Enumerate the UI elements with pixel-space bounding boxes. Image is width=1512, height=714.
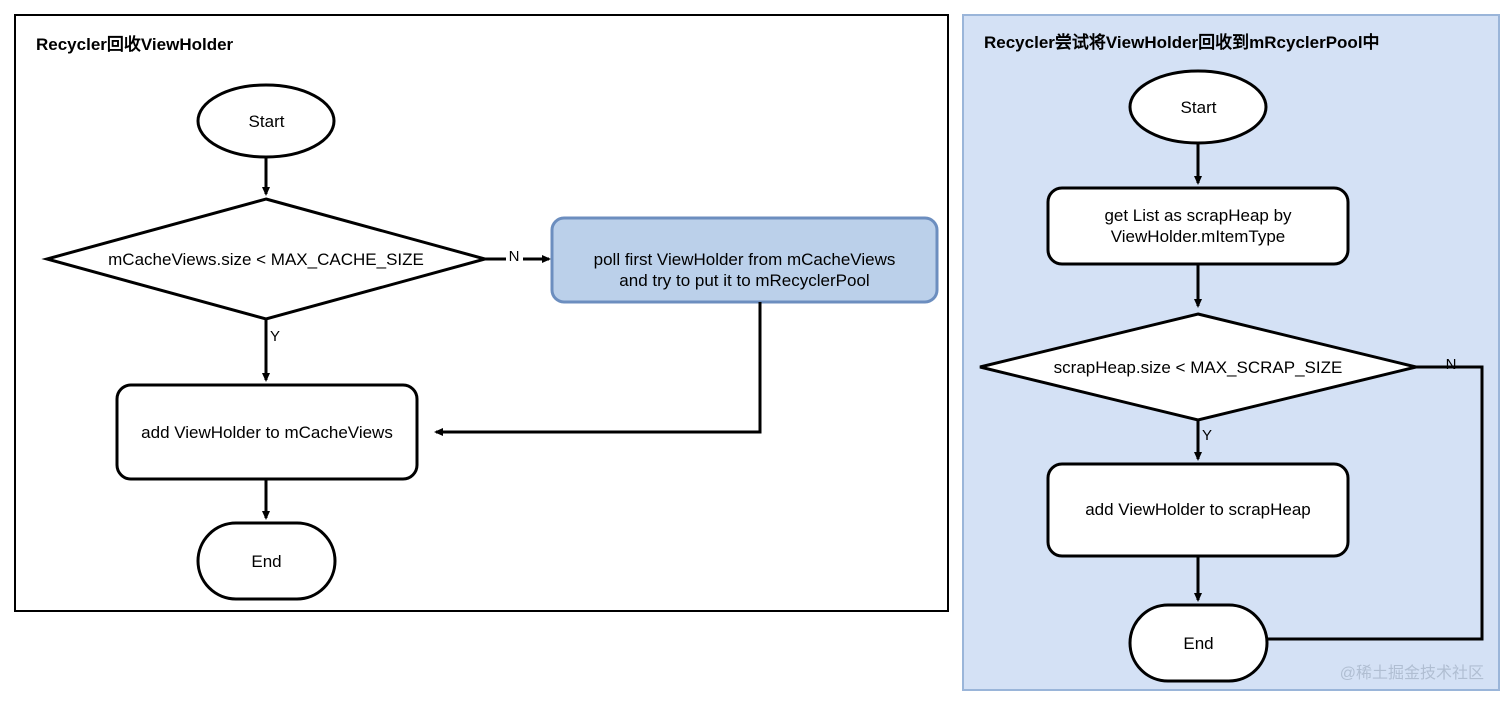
left-poll-shape [550,216,939,304]
left-flow-graphics [41,83,939,601]
right-decision-no-label: N [1445,356,1457,373]
right-panel-title: Recycler尝试将ViewHolder回收到mRcyclerPool中 [984,33,1380,52]
right-flowchart-panel: Recycler尝试将ViewHolder回收到mRcyclerPool中 [962,14,1500,691]
left-decision-shape [41,197,491,321]
left-end-shape [196,521,337,601]
right-get-list-shape [1046,186,1350,266]
left-panel-title: Recycler回收ViewHolder [36,35,234,54]
right-start-shape [1128,69,1268,145]
watermark-label: @稀土掘金技术社区 [1339,665,1484,682]
right-end-shape [1128,603,1269,683]
right-decision-yes-label: Y [1201,427,1212,444]
right-decision-shape [979,312,1417,422]
right-add-scrap-shape [1046,462,1350,558]
left-add-cache-shape [115,383,419,481]
left-flowchart-panel: Recycler回收ViewHolder [14,14,949,612]
left-start-shape [196,83,336,159]
right-flow-graphics [979,69,1484,683]
left-decision-no-label: N [508,248,520,265]
left-decision-yes-label: Y [269,328,280,345]
